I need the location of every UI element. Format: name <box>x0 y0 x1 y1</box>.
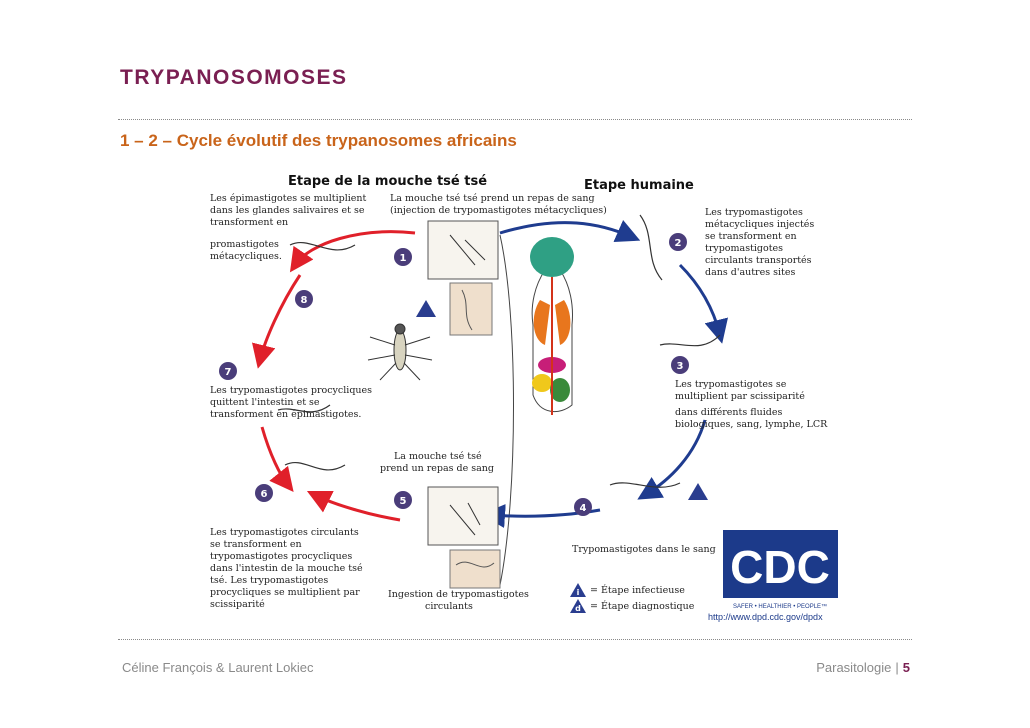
parasite-sketches <box>277 214 721 488</box>
step2-caption-line: circulants transportés <box>705 255 812 266</box>
step8-caption-line: promastigotes <box>210 239 279 250</box>
arrow-2-to-3 <box>678 263 729 344</box>
step3-caption-line: dans différents fluides <box>675 407 782 418</box>
arrow-3-to-4 <box>637 419 707 500</box>
step8-caption-line: métacycliques. <box>210 251 282 262</box>
step3-caption-line: biologiques, sang, lymphe, LCR <box>675 419 828 430</box>
step6-caption-line: tsé. Les trypomastigotes <box>210 575 328 586</box>
footer-course: Parasitologie <box>816 660 892 675</box>
cdc-logo-text: CDC <box>730 541 830 593</box>
step2-caption-line: dans d'autres sites <box>705 267 795 278</box>
infective-stage-marker <box>416 300 436 317</box>
step5-ingestion-caption: Ingestion de trypomastigotes circulants <box>388 589 532 612</box>
cdc-url[interactable]: http://www.dpd.cdc.gov/dpdx <box>708 612 823 622</box>
step8-caption-line: transforment en <box>210 217 288 228</box>
fly-stage-heading: Etape de la mouche tsé tsé <box>288 174 487 189</box>
ingestion-caption-line: Ingestion de trypomastigotes <box>388 589 529 600</box>
step2-caption-line: métacycliques injectés <box>705 219 814 230</box>
footer-divider <box>118 639 912 640</box>
step-badge-1: 1 <box>400 253 407 264</box>
step-badge-3: 3 <box>677 361 684 372</box>
legend-infective-text: = Étape infectieuse <box>590 584 685 596</box>
step-badge-5: 5 <box>400 496 407 507</box>
step6-caption-line: procycliques se multiplient par <box>210 587 360 598</box>
legend-diagnostic-symbol: d <box>575 604 581 613</box>
step3-caption-line: Les trypomastigotes se <box>675 379 787 390</box>
arrow-7-to-8 <box>252 274 302 369</box>
step8-caption-line: Les épimastigotes se multiplient <box>210 193 367 204</box>
step6-caption-line: scissiparité <box>210 599 265 610</box>
human-body-illustration <box>530 237 574 415</box>
step7-caption-line: quittent l'intestin et se <box>210 397 320 408</box>
step5-caption-line: prend un repas de sang <box>380 463 494 474</box>
step1-caption: La mouche tsé tsé prend un repas de sang… <box>390 193 607 216</box>
arrow-6-to-7 <box>260 426 294 493</box>
footer-authors: Céline François & Laurent Lokiec <box>122 660 314 675</box>
legend-infective-symbol: i <box>577 588 580 597</box>
arrow-8-to-1 <box>289 230 416 273</box>
step-badge-8: 8 <box>301 295 308 306</box>
step7-caption: Les trypomastigotes procycliques quitten… <box>210 385 375 420</box>
cdc-tagline: SAFER • HEALTHIER • PEOPLE™ <box>733 603 827 610</box>
step6-caption-line: trypomastigotes procycliques <box>210 551 352 562</box>
step2-caption: Les trypomastigotes métacycliques inject… <box>705 207 817 278</box>
step1-caption-line: (injection de trypomastigotes métacycliq… <box>390 205 607 216</box>
step6-caption-line: dans l'intestin de la mouche tsé <box>210 563 363 574</box>
legend-diagnostic-icon <box>570 599 586 613</box>
step8-caption: Les épimastigotes se multiplient dans le… <box>210 193 369 262</box>
arrow-1-to-2 <box>499 219 641 242</box>
legend-diagnostic-text: = Étape diagnostique <box>590 600 695 612</box>
arrow-5-to-6 <box>306 490 401 522</box>
footer-separator: | <box>895 660 899 675</box>
step-badges: 1 2 3 4 5 6 7 8 <box>219 233 689 516</box>
cdc-logo: CDC SAFER • HEALTHIER • PEOPLE™ <box>723 530 838 610</box>
title-divider <box>118 119 912 120</box>
footer-course-page: Parasitologie|5 <box>816 660 910 675</box>
step5-caption: La mouche tsé tsé prend un repas de sang <box>380 451 494 474</box>
step2-caption-line: Les trypomastigotes <box>705 207 803 218</box>
fly-feeding-illustration-1 <box>427 220 499 336</box>
step5-caption-line: La mouche tsé tsé <box>394 451 482 462</box>
step-badge-4: 4 <box>580 503 587 514</box>
life-cycle-diagram: Etape de la mouche tsé tsé Etape humaine <box>210 174 838 622</box>
step-badge-2: 2 <box>675 238 682 249</box>
legend-infective-icon <box>570 583 586 597</box>
ingestion-caption-line: circulants <box>425 601 473 612</box>
slide-title: TRYPANOSOMOSES <box>120 66 348 89</box>
step2-caption-line: trypomastigotes <box>705 243 783 254</box>
step4-caption: Trypomastigotes dans le sang <box>572 544 716 555</box>
step2-caption-line: se transforment en <box>705 231 797 242</box>
step-badge-6: 6 <box>261 489 268 500</box>
step7-caption-line: transforment en épimastigotes. <box>210 409 361 420</box>
step3-caption: Les trypomastigotes se multiplient par s… <box>675 379 828 430</box>
page-number: 5 <box>902 660 910 675</box>
step6-caption-line: se transforment en <box>210 539 302 550</box>
step6-caption-line: Les trypomastigotes circulants <box>210 527 359 538</box>
slide-subtitle: 1 – 2 – Cycle évolutif des trypanosomes … <box>120 131 517 150</box>
tsetse-fly-illustration <box>367 323 433 381</box>
step6-caption: Les trypomastigotes circulants se transf… <box>210 527 366 610</box>
diagnostic-stage-marker <box>688 483 708 500</box>
step3-caption-line: multiplient par scissiparité <box>675 391 805 402</box>
fly-feeding-illustration-5 <box>427 486 501 589</box>
legend: i = Étape infectieuse d = Étape diagnost… <box>570 583 695 613</box>
stage-divider-line <box>499 234 514 586</box>
step-badge-7: 7 <box>225 367 232 378</box>
human-stage-heading: Etape humaine <box>584 178 694 193</box>
step1-caption-line: La mouche tsé tsé prend un repas de sang <box>390 193 595 204</box>
step7-caption-line: Les trypomastigotes procycliques <box>210 385 372 396</box>
step8-caption-line: dans les glandes salivaires et se <box>210 205 365 216</box>
